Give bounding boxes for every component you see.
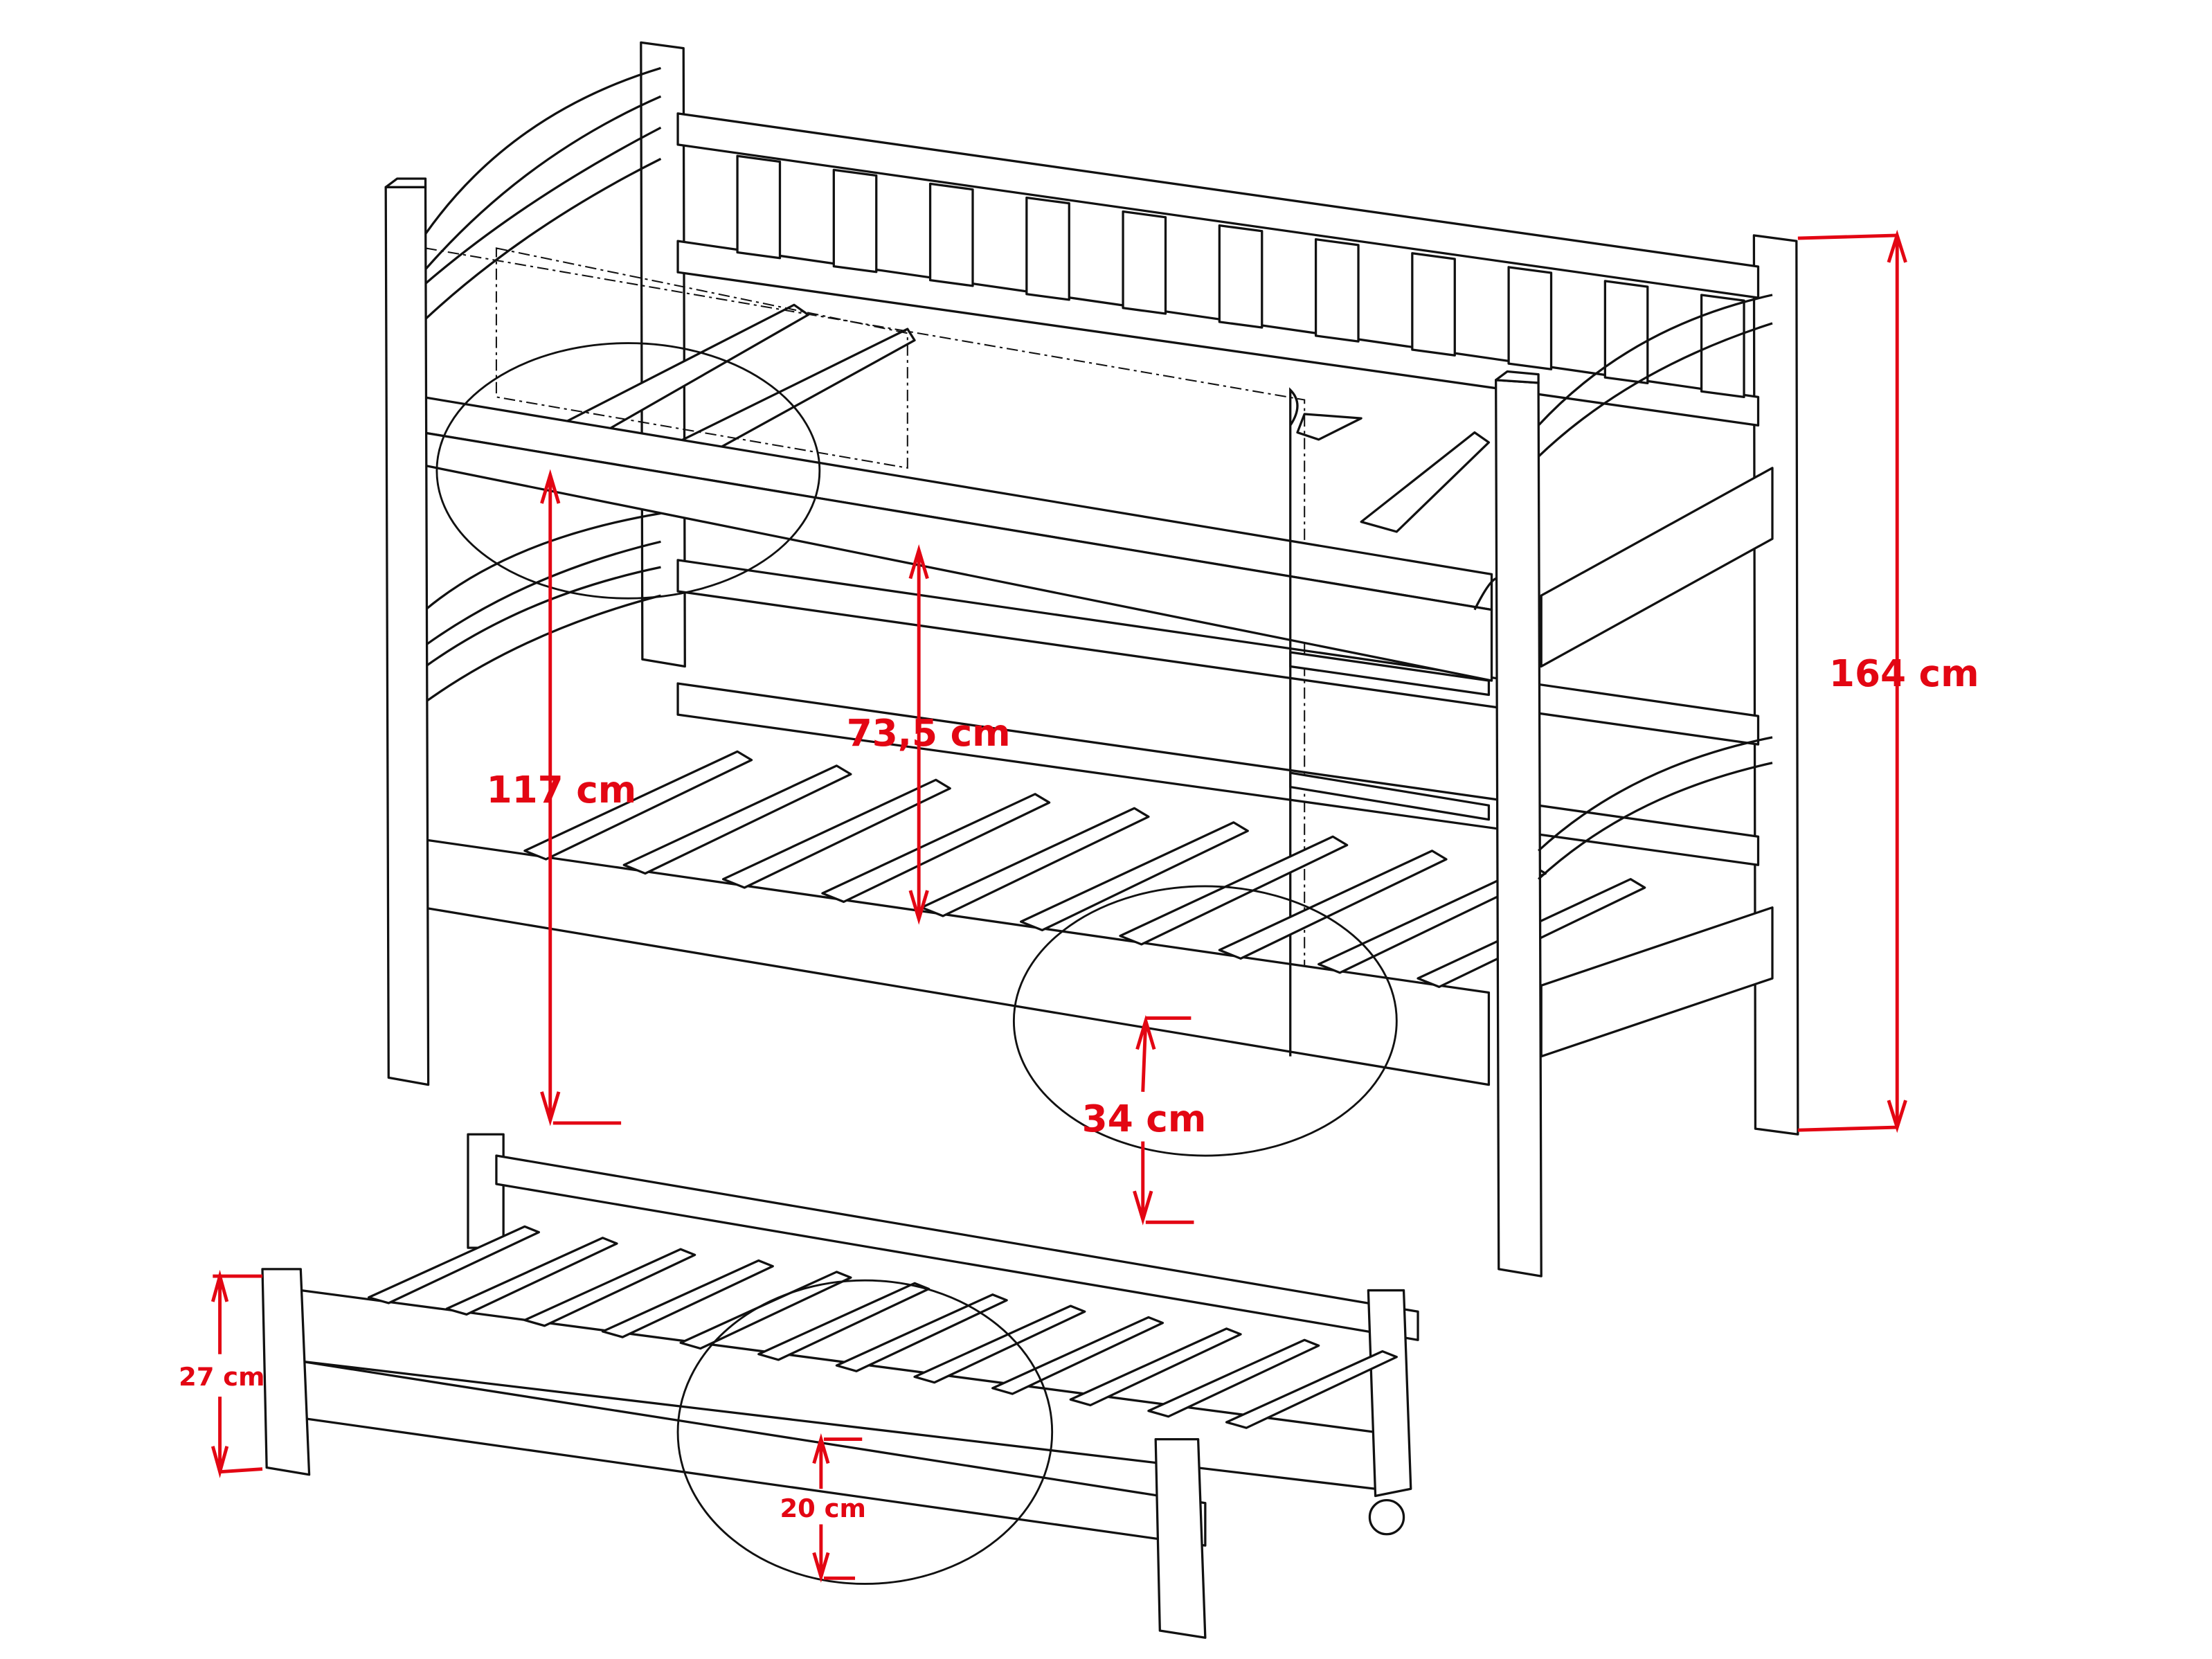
lower-bed-slat bbox=[523, 750, 753, 861]
trundle-slat bbox=[445, 1237, 618, 1316]
back-rail-baluster bbox=[1218, 224, 1264, 329]
dimension-bunk-clearance: 73,5 cm bbox=[847, 544, 1011, 925]
trundle-slat bbox=[1225, 1349, 1398, 1429]
trundle-slat bbox=[991, 1316, 1165, 1395]
back-rail-baluster bbox=[1025, 196, 1070, 301]
trundle-slat bbox=[523, 1248, 696, 1327]
trundle-slat bbox=[601, 1259, 774, 1338]
left-headboard bbox=[424, 66, 662, 703]
lower-bed-slat bbox=[721, 778, 951, 889]
trundle-detail-circle bbox=[676, 1279, 1054, 1585]
dimension-total-height: 164 cm bbox=[1797, 229, 1979, 1133]
dimension-lower-bed-height: 34 cm bbox=[1082, 1014, 1207, 1226]
bed-back-frame bbox=[640, 41, 1799, 1136]
trundle-slat bbox=[1069, 1327, 1242, 1407]
trundle-height-label: 27 cm bbox=[179, 1362, 264, 1392]
upper-bed-height-label: 117 cm bbox=[487, 769, 637, 811]
bed-posts bbox=[384, 177, 1774, 1277]
back-rail-baluster bbox=[928, 182, 974, 287]
trundle-slat bbox=[367, 1225, 540, 1304]
lower-detail-circle bbox=[1012, 885, 1398, 1157]
trundle-slat bbox=[835, 1293, 1008, 1372]
lower-bed-height-label: 34 cm bbox=[1082, 1097, 1207, 1140]
lower-bed-slat bbox=[622, 764, 852, 875]
lower-bed-slat bbox=[821, 793, 1051, 904]
upper-detail-circle bbox=[435, 342, 821, 600]
back-rail-baluster bbox=[1507, 266, 1553, 370]
bunk-clearance-label: 73,5 cm bbox=[847, 712, 1011, 755]
lower-bed-slat bbox=[1218, 850, 1448, 960]
lower-bed-slat bbox=[1019, 821, 1249, 932]
trundle-slat bbox=[913, 1304, 1086, 1384]
dimension-upper-bed-height: 117 cm bbox=[487, 469, 637, 1127]
bed-front-frame bbox=[421, 387, 1497, 1086]
back-rail-baluster bbox=[1122, 210, 1167, 315]
lower-bed-slat bbox=[1119, 835, 1349, 946]
back-rail-baluster bbox=[1603, 280, 1649, 384]
dimension-trundle-bed-height: 20 cm bbox=[780, 1433, 866, 1583]
dimension-trundle-height: 27 cm bbox=[179, 1269, 265, 1478]
trundle-drawer bbox=[261, 1133, 1419, 1639]
back-rail-baluster bbox=[1700, 294, 1745, 399]
total-height-label: 164 cm bbox=[1829, 652, 1979, 695]
lower-bed-slat bbox=[920, 807, 1150, 917]
back-rail-baluster bbox=[832, 168, 878, 273]
trundle-slat bbox=[1147, 1338, 1320, 1418]
back-rail-baluster bbox=[736, 154, 782, 260]
trundle-bed-height-label: 20 cm bbox=[780, 1494, 865, 1523]
back-rail-baluster bbox=[1314, 238, 1360, 343]
back-rail-baluster bbox=[1411, 252, 1456, 357]
